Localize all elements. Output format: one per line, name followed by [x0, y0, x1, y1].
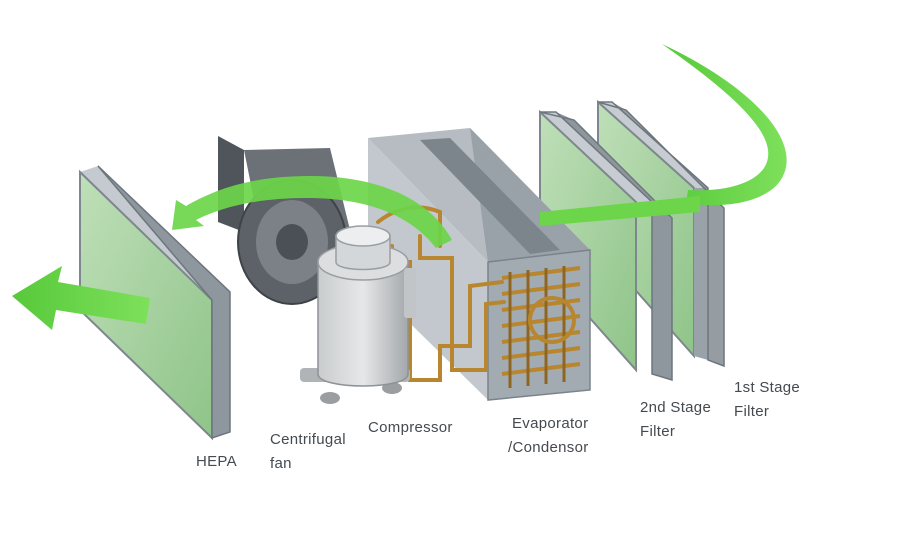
evaporator-condenser-unit	[368, 128, 591, 401]
airflow-arrows	[12, 44, 787, 330]
label-evap-line2: /Condensor	[508, 439, 589, 456]
airflow-through-evaporator-arrow	[172, 176, 452, 248]
label-hepa: HEPA	[196, 452, 237, 472]
label-fan-line2: fan	[270, 455, 292, 472]
airflow-inlet-arrow	[662, 44, 787, 206]
label-centrifugal-fan: Centrifugal fan	[270, 430, 346, 474]
label-fan-line1: Centrifugal	[270, 431, 346, 448]
label-stage1-line2: Filter	[734, 403, 770, 420]
airflow-outlet-arrow	[12, 266, 150, 330]
label-compressor: Compressor	[368, 418, 453, 438]
airflow-through-filters-arrow	[540, 196, 700, 226]
label-second-stage-filter: 2nd Stage Filter	[640, 398, 711, 442]
label-hepa-text: HEPA	[196, 453, 237, 470]
coil-rows	[501, 266, 581, 376]
label-stage1-line1: 1st Stage	[734, 379, 801, 396]
label-first-stage-filter: 1st Stage Filter	[734, 378, 800, 422]
compressor	[300, 225, 416, 404]
label-compressor-text: Compressor	[368, 419, 453, 436]
label-evaporator-condenser: Evaporator /Condensor	[508, 414, 589, 458]
label-evap-line1: Evaporator	[512, 415, 589, 432]
label-stage2-line1: 2nd Stage	[640, 399, 712, 416]
second-stage-filter	[539, 109, 673, 382]
label-stage2-line2: Filter	[640, 423, 676, 440]
